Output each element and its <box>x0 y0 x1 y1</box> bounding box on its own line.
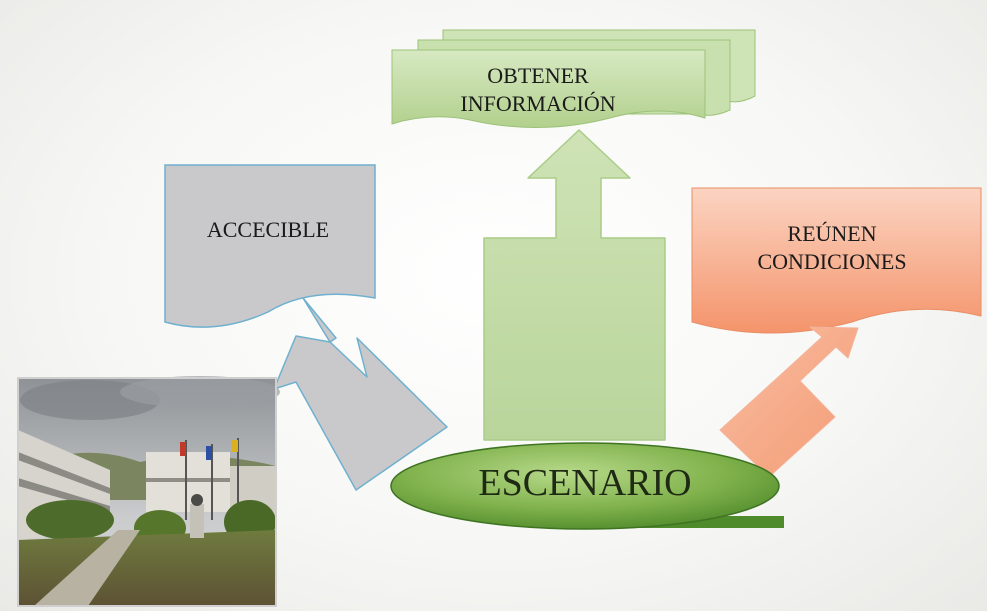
campus-photo-frame <box>17 377 277 607</box>
obtener-informacion-label-line-1: OBTENER <box>487 63 589 88</box>
obtener-informacion-label-line-2: INFORMACIÓN <box>460 90 616 116</box>
green-up-arrow <box>483 129 666 441</box>
campus-photo <box>18 376 280 606</box>
obtener-informacion-document-stack <box>391 29 756 128</box>
reunen-condiciones-document-shape <box>691 187 982 334</box>
escenario-ellipse <box>390 442 780 530</box>
accecible-label: ACCECIBLE <box>168 216 368 244</box>
reunen-condiciones-label-line-2: CONDICIONES <box>757 248 907 274</box>
obtener-informacion-label: OBTENER INFORMACIÓN <box>393 62 683 117</box>
gray-arrow <box>273 297 448 491</box>
escenario-label: ESCENARIO <box>478 462 692 504</box>
reunen-condiciones-label-line-1: REÚNEN <box>787 221 877 246</box>
accecible-label-line-1: ACCECIBLE <box>206 217 330 242</box>
reunen-condiciones-label: REÚNEN CONDICIONES <box>692 220 972 275</box>
accecible-document-shape <box>164 164 376 328</box>
orange-arrow <box>719 326 859 478</box>
